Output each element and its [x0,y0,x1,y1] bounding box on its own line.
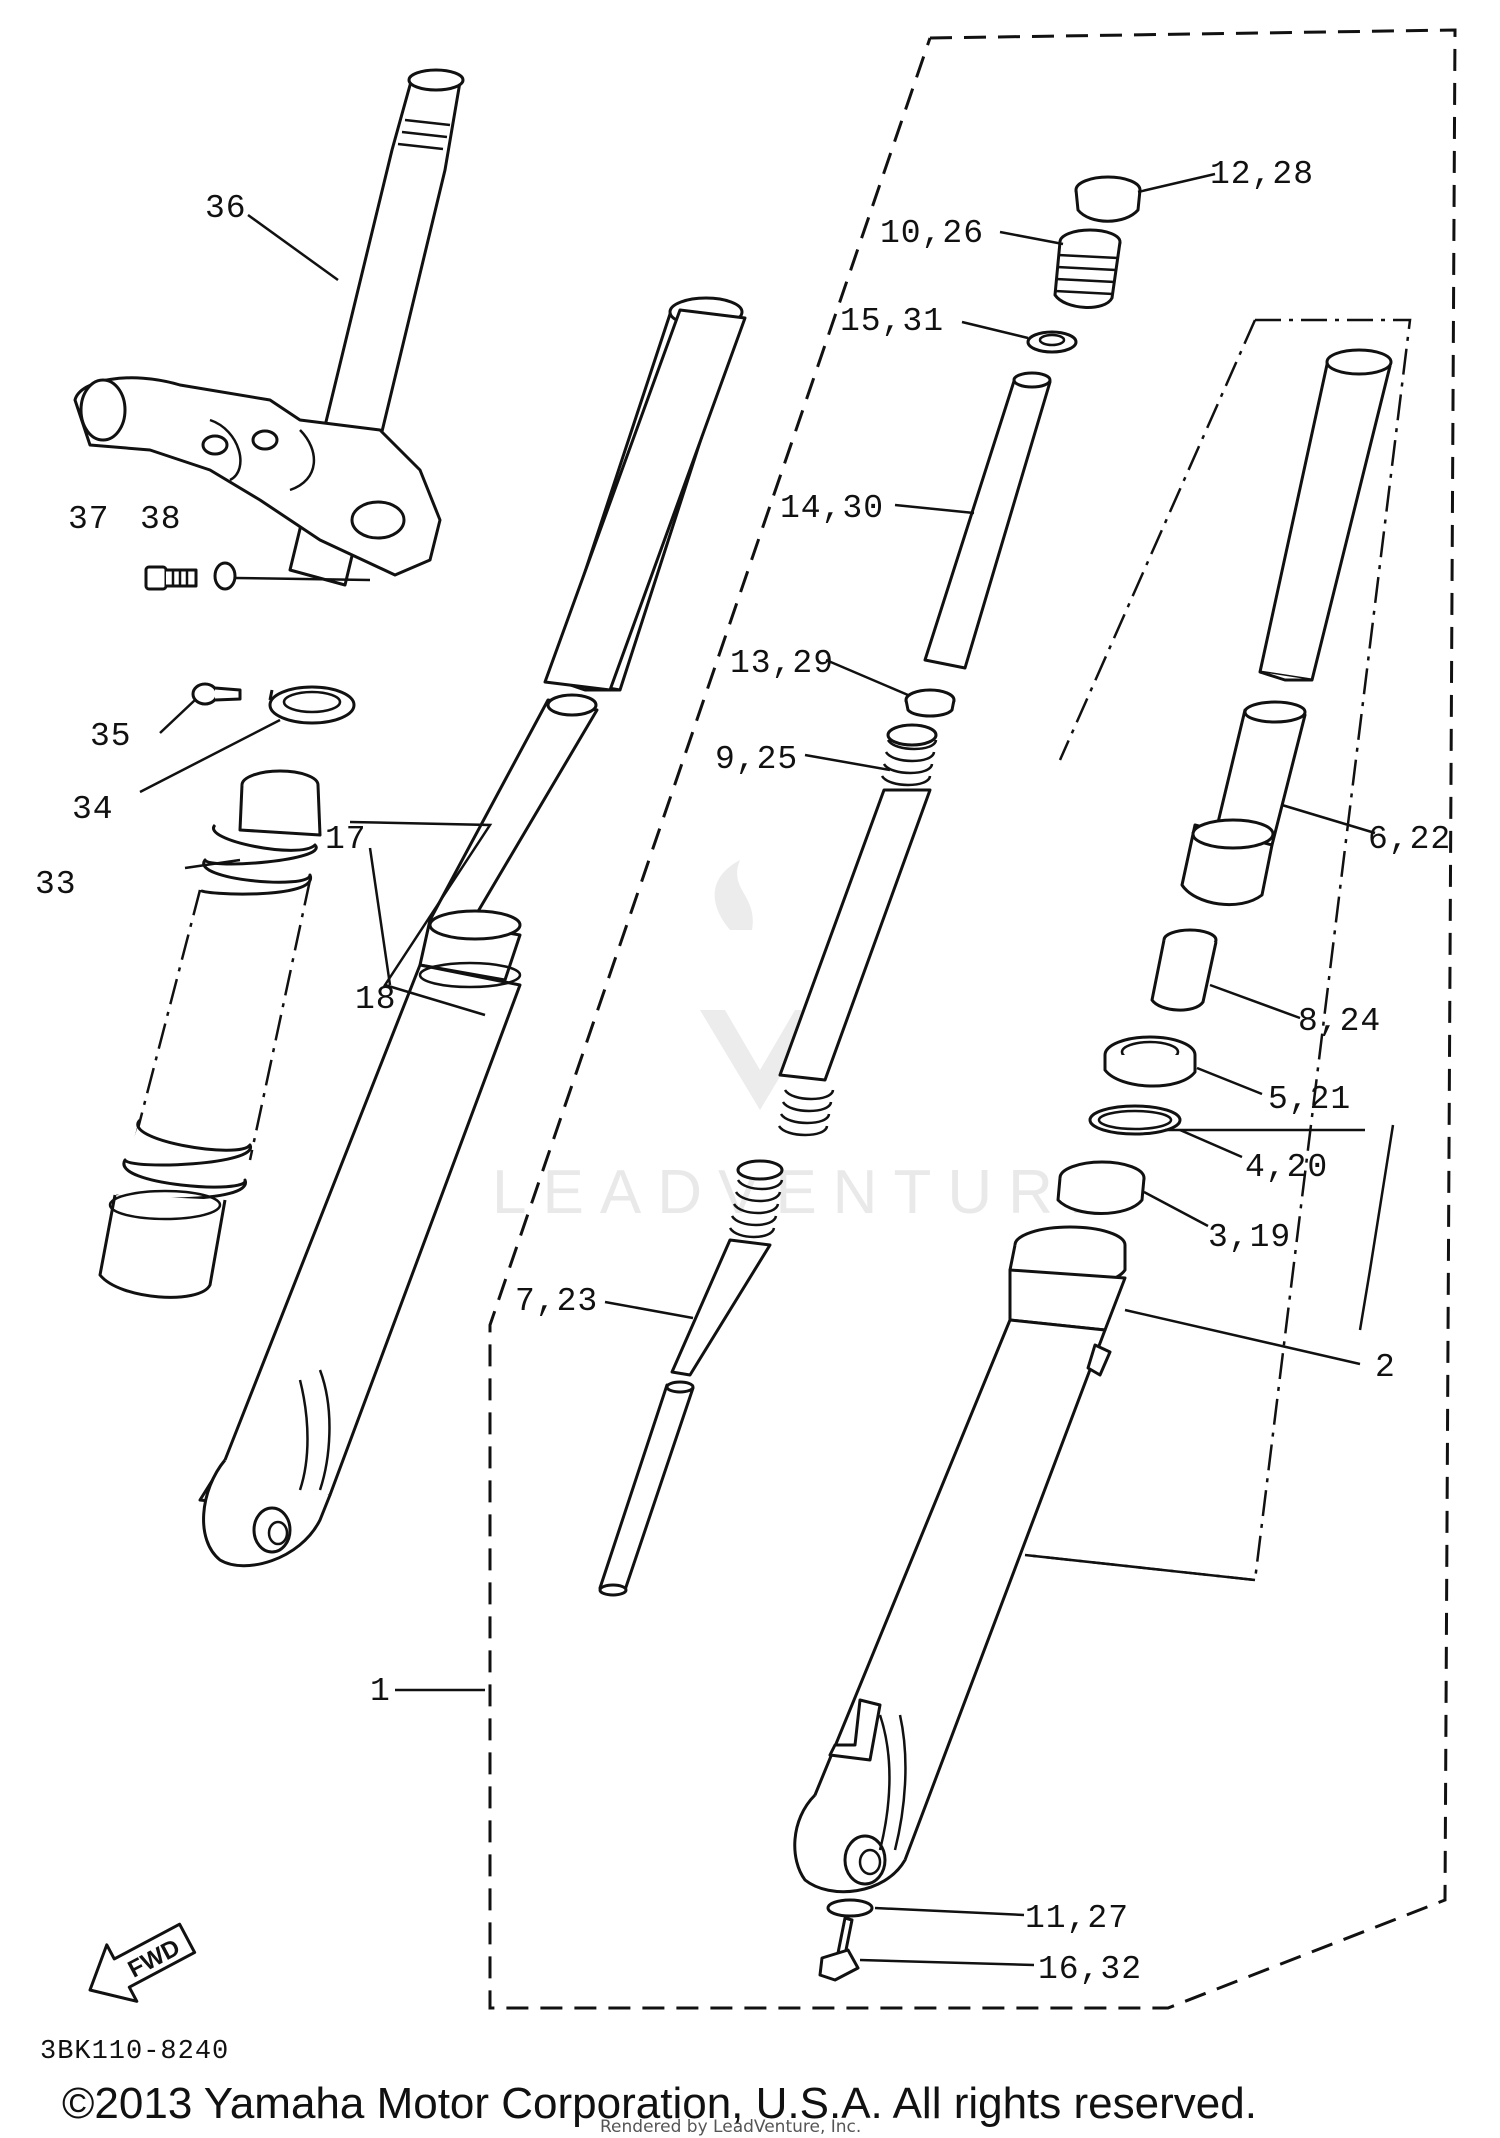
callout-15-31: 15,31 [840,303,944,340]
fork-spring-9-25 [777,723,938,1137]
cap-bolt-12-28 [1074,175,1142,223]
callout-36: 36 [205,190,247,227]
bolt-35 [191,682,242,706]
adjuster-10-26 [1053,228,1122,309]
outer-tube-2 [793,1225,1127,1894]
oil-lock-8-24 [1150,928,1218,1012]
fwd-arrow-icon: FWD [88,1922,197,2003]
gasket-11-27 [826,1898,874,1918]
callout-34: 34 [72,791,114,828]
damper-rod-7-23 [598,1159,784,1597]
callout-35: 35 [90,718,132,755]
callout-9-25: 9,25 [715,741,798,778]
callout-labels: 36 37 38 35 34 33 17 18 12,28 10,26 15,3… [35,156,1451,1988]
callout-1: 1 [370,1673,391,1710]
spacer-14-30 [923,371,1052,670]
washer-15-31 [1026,330,1078,354]
fork-boot-33 [98,769,322,1299]
callout-13-29: 13,29 [730,645,834,682]
callout-12-28: 12,28 [1210,156,1314,193]
diagram-code: 3BK110-8240 [40,2037,229,2067]
callout-5-21: 5,21 [1268,1081,1351,1118]
seat-13-29 [904,688,956,718]
callout-4-20: 4,20 [1245,1149,1328,1186]
oil-seal-5-21 [1103,1035,1197,1088]
callout-6-22: 6,22 [1368,821,1451,858]
callout-16-32: 16,32 [1038,1951,1142,1988]
bolt-37 [144,565,198,591]
inner-tube-6-22 [1180,348,1393,907]
callout-17: 17 [325,821,367,858]
leadventure-watermark: LEADVENTURE [492,860,1126,1227]
callout-18: 18 [355,981,397,1018]
circlip-4-20 [1088,1104,1182,1136]
steering-stem-bracket [73,68,465,587]
callout-7-23: 7,23 [515,1283,598,1320]
callout-3-19: 3,19 [1208,1219,1291,1256]
cap-34 [268,685,356,725]
callout-8-24: 8,24 [1298,1003,1381,1040]
left-upper-tube [543,308,747,692]
seal-3-19 [1056,1160,1146,1215]
callout-10-26: 10,26 [880,215,984,252]
callout-38: 38 [140,501,182,538]
copyright-notice: ©2013 Yamaha Motor Corporation, U.S.A. A… [62,2079,1257,2128]
outer-fork-leg-18 [198,693,599,1568]
rendered-by-note: Rendered by LeadVenture, Inc. [600,2117,861,2137]
callout-11-27: 11,27 [1025,1900,1129,1937]
callout-37: 37 [68,501,110,538]
assembly-1-boundary [488,28,1457,2010]
callout-33: 33 [35,866,77,903]
callout-14-30: 14,30 [780,490,884,527]
callout-2: 2 [1375,1349,1396,1386]
washer-38 [213,561,371,591]
watermark-text: LEADVENTURE [492,1158,1126,1227]
bolt-16-32 [818,1916,860,1982]
